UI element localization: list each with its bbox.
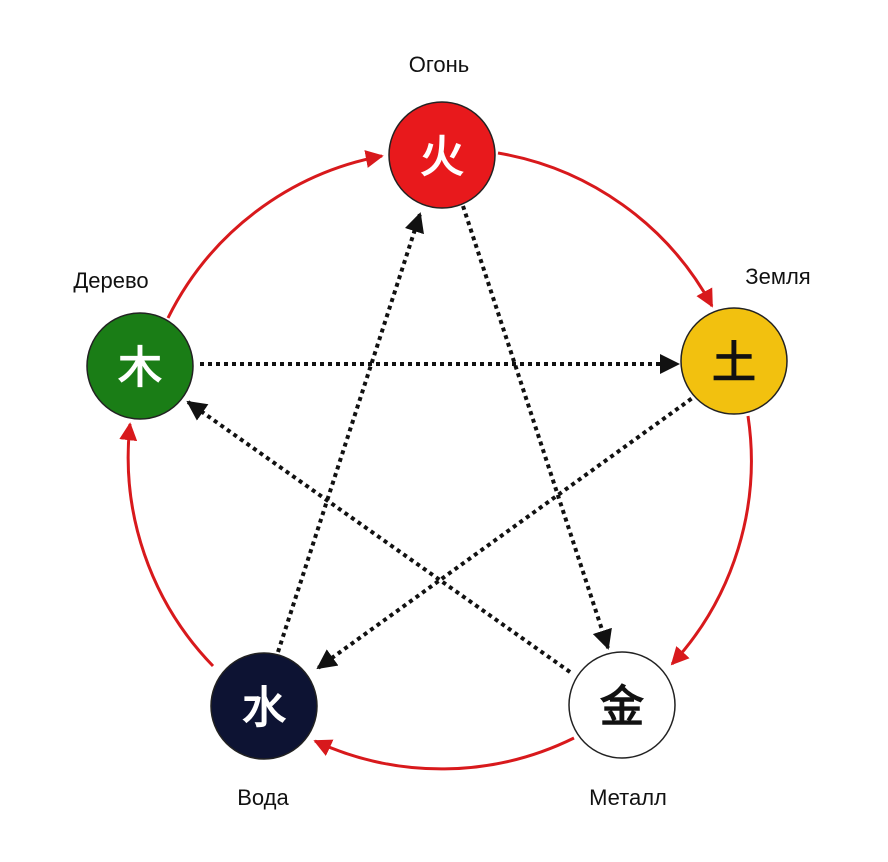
node-water: 水 Вода xyxy=(210,652,318,810)
control-arrow-metal-to-wood xyxy=(186,400,572,674)
wood-label: Дерево xyxy=(73,268,148,293)
metal-glyph: 金 xyxy=(599,682,645,733)
node-fire: 火 Огонь xyxy=(388,52,496,209)
earth-glyph: 土 xyxy=(712,338,756,389)
cycle-arrow-metal-to-water xyxy=(313,736,575,771)
control-arrow-earth-to-water xyxy=(316,392,700,670)
water-label: Вода xyxy=(237,785,289,810)
generating-cycle xyxy=(119,150,753,771)
fire-glyph: 火 xyxy=(420,132,464,183)
metal-circle xyxy=(568,651,676,759)
wood-circle xyxy=(86,312,194,420)
control-arrow-fire-to-metal xyxy=(461,205,612,650)
metal-label: Металл xyxy=(589,785,667,810)
water-circle xyxy=(210,652,318,760)
cycle-arrow-fire-to-earth xyxy=(497,151,714,308)
control-arrow-water-to-fire xyxy=(276,212,424,653)
cycle-arrow-earth-to-metal xyxy=(670,415,753,666)
cycle-arrow-wood-to-fire xyxy=(166,150,384,319)
cycle-arrow-water-to-wood xyxy=(119,422,215,668)
node-wood: 木 Дерево xyxy=(73,268,194,420)
earth-label: Земля xyxy=(745,264,810,289)
node-metal: 金 Металл xyxy=(568,651,676,810)
fire-circle xyxy=(388,101,496,209)
water-glyph: 水 xyxy=(242,683,287,734)
controlling-cycle xyxy=(186,205,700,674)
wood-glyph: 木 xyxy=(118,343,162,394)
fire-label: Огонь xyxy=(409,52,470,77)
earth-circle xyxy=(680,307,788,415)
node-earth: 土 Земля xyxy=(680,264,811,415)
